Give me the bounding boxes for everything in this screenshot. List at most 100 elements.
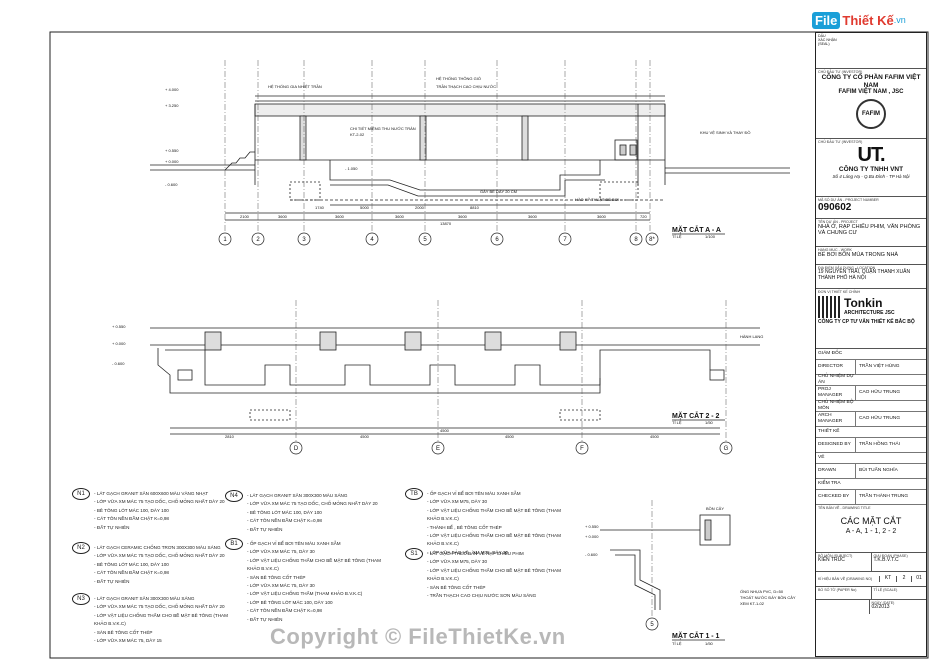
legend-tag: N4 bbox=[225, 490, 243, 502]
legend-list: ỐP GẠCH VỈ BỂ BƠI TÊN MÀU XANH SẪM LỚP V… bbox=[405, 490, 575, 557]
annotation-text: KHU VỆ SINH VÀ THAY ĐỒ bbox=[700, 130, 750, 135]
legend-list: ỐP GẠCH VỈ BỂ BƠI TÊN MÀU XANH SẪM LỚP V… bbox=[225, 540, 395, 624]
section-22-scale: 1/50 bbox=[705, 420, 714, 425]
dim-text: 4500 bbox=[360, 434, 370, 439]
investor-box: CHỦ ĐẦU TƯ (INVESTOR) CÔNG TY CỔ PHẦN FA… bbox=[816, 69, 926, 139]
axis-label: 1 bbox=[223, 237, 227, 243]
legend-list: LÁT GẠCH GRANIT SÂN 300X300 MÀU SÁNG LỚP… bbox=[225, 492, 395, 534]
vnt-logo: UT. bbox=[857, 144, 886, 167]
consultant-box: ĐƠN VỊ THIẾT KẾ CHÍNH Tonkin ARCHITECTUR… bbox=[816, 289, 926, 349]
drawing-no-part: KT bbox=[879, 575, 896, 582]
legend-n2: N2 LÁT GẠCH CERAMIC CHỐNG TRƠN 300X300 M… bbox=[72, 542, 232, 586]
legend-item: LỚP VẬT LIỆU CHỐNG THẤM CHO BỀ MẶT BÊ TÔ… bbox=[247, 557, 395, 574]
section-aa-scale-label: TỈ LỆ bbox=[672, 234, 682, 239]
legend-item: LỚP VỮA XM MÁC 75 TẠO DỐC, CHỖ MỎNG NHẤT… bbox=[94, 603, 232, 611]
dim-text: 3600 bbox=[528, 214, 538, 219]
staff-role-row: GIÁM ĐỐC bbox=[816, 349, 926, 360]
dim-text: 4500 bbox=[650, 434, 660, 439]
axis-label: 8 bbox=[634, 237, 638, 243]
staff-name: TRẦN HỒNG THÁI bbox=[859, 442, 900, 448]
level-text: - 1.050 bbox=[345, 166, 358, 171]
legend-item: ĐẤT TỰ NHIÊN bbox=[247, 616, 395, 624]
staff-role-en: DIRECTOR bbox=[816, 360, 856, 374]
subject-label: BỘ MÔN (SUBJECT) bbox=[818, 554, 853, 558]
legend-tag: N1 bbox=[72, 488, 90, 500]
level-text: + 0.550 bbox=[112, 324, 126, 329]
annotation-text: HỆ THỐNG GIA NHIỆT TRẦN bbox=[268, 84, 322, 89]
section-aa-drawing: 1 2 3 4 5 6 7 8 8* 2100 3600 3600 3600 3… bbox=[150, 60, 790, 246]
annotation-text: GÂY BỂ DÀY 20 CM bbox=[480, 189, 517, 194]
legend-item: LỚP VẬT LIỆU CHỐNG THẤM CHO BỀ MẶT BÊ TÔ… bbox=[94, 612, 232, 629]
legend-list: LÁT GẠCH GRANIT SÂN 300X300 MÀU SÁNG LỚP… bbox=[72, 595, 232, 645]
axis-label: 5 bbox=[423, 237, 427, 243]
project-no-box: MÃ SỐ DỰ ÁN - PROJECT NUMBER 090602 bbox=[816, 197, 926, 219]
tonkin-subname: ARCHITECTURE JSC bbox=[844, 310, 895, 317]
axis-label: 4 bbox=[370, 237, 374, 243]
brand-file: File bbox=[812, 11, 841, 29]
legend-list: LÁT GẠCH THEO BẢN VẼ RẠP CHIẾU PHIM LỚP … bbox=[405, 550, 575, 600]
legend-item: LỚP BÊ TÔNG LÓT MÁC 100, DÀY 100 bbox=[247, 599, 395, 607]
legend-item: CÁT TÔN NỀN ĐẦM CHẶT K=0,98 bbox=[247, 517, 395, 525]
annotation-text: HÀNH LANG bbox=[740, 334, 763, 339]
investor2-label: CHỦ ĐẦU TƯ (INVESTOR) bbox=[818, 140, 863, 144]
dim-text: 3600 bbox=[597, 214, 607, 219]
legend-list: LÁT GẠCH CERAMIC CHỐNG TRƠN 300X300 MÀU … bbox=[72, 544, 232, 586]
fafim-logo: FAFIM bbox=[856, 98, 886, 129]
staff-role-row: VẼ bbox=[816, 453, 926, 464]
staff-role: CHỦ NHIỆM DỰ ÁN bbox=[818, 374, 855, 385]
annotation-text: XEM KT-1-02 bbox=[740, 601, 765, 606]
legend-item: BÊ TÔNG LÓT MÁC 100, DÀY 100 bbox=[94, 507, 232, 515]
staff-role-en: PROJ MANAGER bbox=[816, 386, 856, 400]
location-name: 19 NGUYỄN TRÃI, QUẬN THANH XUÂN THÀNH PH… bbox=[818, 269, 911, 281]
axis-label: 5 bbox=[650, 622, 654, 628]
axis-label: 7 bbox=[563, 237, 567, 243]
annotation-text: HÀO KỸ THUẬT BỂ BƠI bbox=[575, 197, 619, 202]
drawing-subtitle: A - A, 1 - 1, 2 - 2 bbox=[845, 528, 897, 536]
annotation-text: THOÁT NƯỚC ĐÁY BỒN CÂY bbox=[740, 595, 796, 600]
drawing-no-part: 01 bbox=[911, 575, 926, 582]
subject-row: BỘ MÔN (SUBJECT) KIẾN TRÚC GIAI ĐOẠN (PH… bbox=[816, 553, 926, 572]
staff-role-row: KIỂM TRA bbox=[816, 479, 926, 490]
seal-box: DẤU XÁC NHẬN (SEAL) bbox=[816, 33, 926, 69]
legend-item: ĐẤT TỰ NHIÊN bbox=[247, 526, 395, 534]
staff-role: KIỂM TRA bbox=[818, 481, 841, 487]
level-text: + 0.550 bbox=[165, 148, 179, 153]
dim-text: 4500 bbox=[440, 428, 450, 433]
staff-role: VẼ bbox=[818, 455, 825, 461]
legend-item: LÁT GẠCH GRANIT SÂN 300X300 MÀU SÁNG bbox=[94, 595, 232, 603]
legend-item: ĐẤT TỰ NHIÊN bbox=[94, 578, 232, 586]
location-label: ĐỊA ĐIỂM XÂY DỰNG - LOCATION bbox=[818, 266, 876, 270]
legend-item: SÀN BÊ TÔNG CỐT THÉP bbox=[247, 574, 395, 582]
project-box: TÊN DỰ ÁN - PROJECT NHÀ Ở, RẠP CHIẾU PHI… bbox=[816, 219, 926, 247]
phase-label: GIAI ĐOẠN (PHASE) bbox=[873, 554, 908, 558]
section-22-drawing: D E F G + 0.550 + 0.000 - 0.600 HÀNH LAN… bbox=[112, 300, 763, 455]
staff-role: GIÁM ĐỐC bbox=[818, 351, 843, 357]
subject-value: KIẾN TRÚC bbox=[818, 557, 845, 564]
paper-row: BỔ SỐ TỜ (PAPER No) TỈ LỆ (SCALE) bbox=[816, 587, 926, 600]
legend-item: TRẦN THẠCH CAO CHỊU NƯỚC SƠN MÀU SÁNG bbox=[427, 592, 575, 600]
paper-label: BỔ SỐ TỜ (PAPER No) bbox=[816, 587, 872, 599]
project-label: TÊN DỰ ÁN - PROJECT bbox=[818, 220, 858, 224]
project-no: 090602 bbox=[818, 202, 852, 214]
legend-item: SÀN BÊ TÔNG CỐT THÉP bbox=[427, 584, 575, 592]
date-row: NGÀY (DATE) 02/2013 bbox=[816, 600, 926, 614]
legend-item: LỚP VỮA XM MÁC 75 TẠO DỐC, CHỖ MỎNG NHẤT… bbox=[94, 498, 232, 506]
section-11-title: MẶT CẮT 1 - 1 bbox=[672, 631, 720, 640]
annotation-text: BỒN CÂY bbox=[706, 506, 724, 511]
work-label: HẠNG MỤC - WORK bbox=[818, 248, 852, 252]
level-text: - 0.600 bbox=[112, 361, 125, 366]
project-no-label: MÃ SỐ DỰ ÁN - PROJECT NUMBER bbox=[818, 198, 879, 202]
legend-item: THÀNH BỂ , BÊ TÔNG CỐT THÉP bbox=[427, 524, 575, 532]
staff-role-en: DRAWN bbox=[816, 464, 856, 478]
location-box: ĐỊA ĐIỂM XÂY DỰNG - LOCATION 19 NGUYỄN T… bbox=[816, 265, 926, 289]
staff-role: THIẾT KẾ bbox=[818, 429, 840, 435]
dim-text: 13870 bbox=[440, 221, 452, 226]
axis-label: 8* bbox=[649, 237, 655, 243]
level-text: - 0.600 bbox=[165, 182, 178, 187]
level-text: + 3.250 bbox=[165, 103, 179, 108]
level-text: + 0.000 bbox=[585, 534, 599, 539]
